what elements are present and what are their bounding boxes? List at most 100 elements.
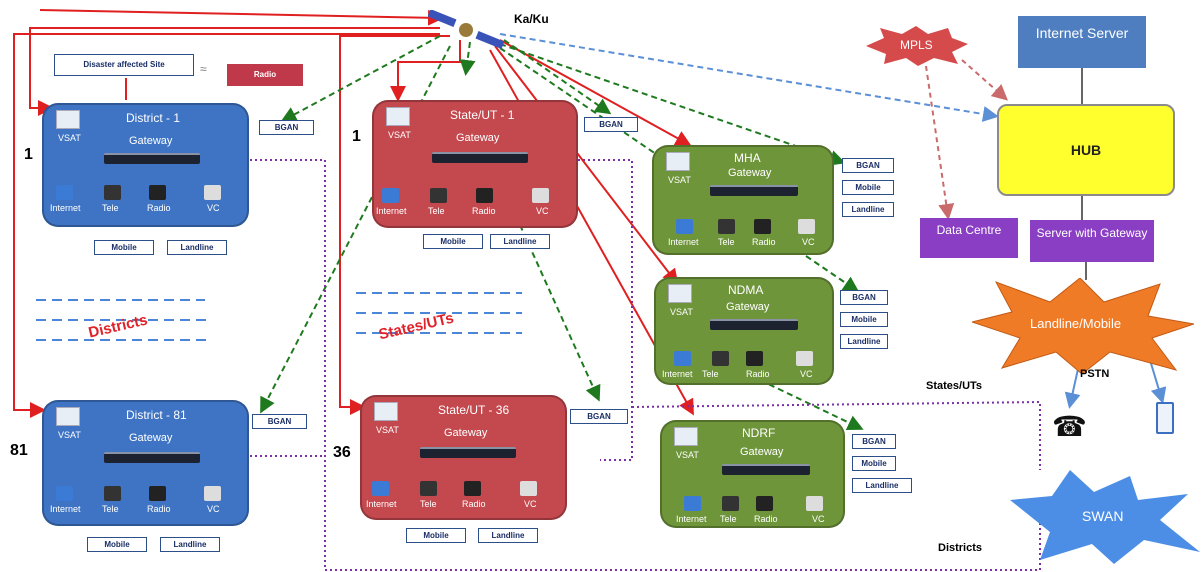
mpls-cloud[interactable]: MPLS: [866, 26, 968, 66]
gateway-device-icon: [710, 185, 798, 196]
mha-landline: Landline: [842, 202, 894, 217]
gateway-device-icon: [432, 152, 528, 163]
tele-label: Tele: [702, 369, 719, 379]
vsat-dish-icon: [374, 402, 398, 421]
node-title: District - 81: [126, 408, 187, 422]
vc-label: VC: [802, 237, 815, 247]
satellite-band-label: Ka/Ku: [514, 12, 549, 26]
internet-label: Internet: [366, 499, 397, 509]
tele-label: Tele: [102, 203, 119, 213]
telephone-icon: [104, 185, 121, 200]
state-36-node[interactable]: VSAT State/UT - 36 Gateway Internet Tele…: [360, 395, 567, 520]
internet-server-label: Internet Server: [1035, 25, 1129, 41]
gateway-label: Gateway: [129, 135, 173, 147]
landline-mobile-burst[interactable]: Landline/Mobile: [970, 277, 1195, 375]
vc-icon: [532, 188, 549, 203]
vsat-label: VSAT: [668, 175, 691, 185]
radio-label: Radio: [147, 504, 171, 514]
ndrf-node[interactable]: VSAT NDRF Gateway Internet Tele Radio VC: [660, 420, 845, 528]
vsat-label: VSAT: [670, 307, 693, 317]
state-36-number: 36: [333, 444, 351, 461]
radio-label: Radio: [752, 237, 776, 247]
ndrf-mobile: Mobile: [852, 456, 896, 471]
district-1-node[interactable]: VSAT District - 1 Gateway Internet Tele …: [42, 103, 249, 227]
server-with-gateway[interactable]: Server with Gateway: [1030, 220, 1154, 262]
ndma-landline: Landline: [840, 334, 888, 349]
telephone-icon: [722, 496, 739, 511]
district-81-node[interactable]: VSAT District - 81 Gateway Internet Tele…: [42, 400, 249, 526]
vsat-dish-icon: [666, 152, 690, 171]
hub[interactable]: HUB: [997, 104, 1175, 196]
radio-icon: [149, 185, 166, 200]
gateway-label: Gateway: [129, 432, 173, 444]
radio-icon: [746, 351, 763, 366]
ndma-bgan: BGAN: [840, 290, 888, 305]
landline-mobile-label: Landline/Mobile: [1030, 316, 1122, 331]
district-81-landline: Landline: [160, 537, 220, 552]
states-uts-link-label: States/UTs: [926, 380, 983, 392]
tele-label: Tele: [428, 206, 445, 216]
state-36-landline: Landline: [478, 528, 538, 543]
node-title: NDMA: [728, 283, 764, 297]
internet-icon: [56, 486, 73, 501]
gateway-label: Gateway: [444, 427, 488, 439]
swan-cloud[interactable]: SWAN: [1010, 470, 1200, 564]
vc-label: VC: [207, 504, 220, 514]
disaster-site-box: Disaster affected Site: [54, 54, 194, 76]
swan-burst-shape: [1010, 470, 1200, 564]
radio-label: Radio: [462, 499, 486, 509]
state-36-mobile: Mobile: [406, 528, 466, 543]
telephone-icon: [430, 188, 447, 203]
mpls-label: MPLS: [900, 38, 933, 52]
radio-icon: [476, 188, 493, 203]
vc-icon: [796, 351, 813, 366]
state-1-bgan: BGAN: [584, 117, 638, 132]
radio-icon: [754, 219, 771, 234]
state-1-landline: Landline: [490, 234, 550, 249]
radio-label: Radio: [472, 206, 496, 216]
ndma-mobile: Mobile: [840, 312, 888, 327]
gateway-device-icon: [710, 319, 798, 330]
district-1-bgan: BGAN: [259, 120, 314, 135]
internet-icon: [56, 185, 73, 200]
internet-server[interactable]: Internet Server: [1018, 16, 1146, 68]
vc-icon: [204, 185, 221, 200]
radio-label: Radio: [754, 514, 778, 524]
state-36-bgan: BGAN: [570, 409, 628, 424]
vc-label: VC: [536, 206, 549, 216]
gateway-label: Gateway: [740, 446, 784, 458]
vsat-label: VSAT: [388, 130, 411, 140]
district-81-number: 81: [10, 442, 28, 459]
ndrf-bgan: BGAN: [852, 434, 896, 449]
telephone-icon: [712, 351, 729, 366]
telephone-icon: [420, 481, 437, 496]
state-1-number: 1: [352, 128, 361, 145]
gateway-label: Gateway: [726, 301, 770, 313]
internet-label: Internet: [668, 237, 699, 247]
mobile-phone-icon: [1156, 402, 1174, 434]
mha-node[interactable]: VSAT MHA Gateway Internet Tele Radio VC: [652, 145, 834, 255]
internet-label: Internet: [376, 206, 407, 216]
tele-label: Tele: [718, 237, 735, 247]
district-1-number: 1: [24, 146, 33, 163]
internet-label: Internet: [50, 203, 81, 213]
internet-icon: [674, 351, 691, 366]
node-title: State/UT - 1: [450, 108, 515, 122]
vsat-label: VSAT: [58, 430, 81, 440]
district-81-bgan: BGAN: [252, 414, 307, 429]
ndma-node[interactable]: VSAT NDMA Gateway Internet Tele Radio VC: [654, 277, 834, 385]
gateway-device-icon: [420, 447, 516, 458]
gateway-label: Gateway: [728, 167, 772, 179]
telephone-icon: ☎: [1052, 411, 1087, 442]
vsat-dish-icon: [386, 107, 410, 126]
mha-bgan: BGAN: [842, 158, 894, 173]
state-1-node[interactable]: VSAT State/UT - 1 Gateway Internet Tele …: [372, 100, 578, 228]
internet-label: Internet: [662, 369, 693, 379]
vsat-label: VSAT: [676, 450, 699, 460]
node-title: State/UT - 36: [438, 403, 510, 417]
tele-label: Tele: [420, 499, 437, 509]
mha-mobile: Mobile: [842, 180, 894, 195]
data-centre[interactable]: Data Centre: [920, 218, 1018, 258]
swan-label: SWAN: [1082, 508, 1124, 524]
